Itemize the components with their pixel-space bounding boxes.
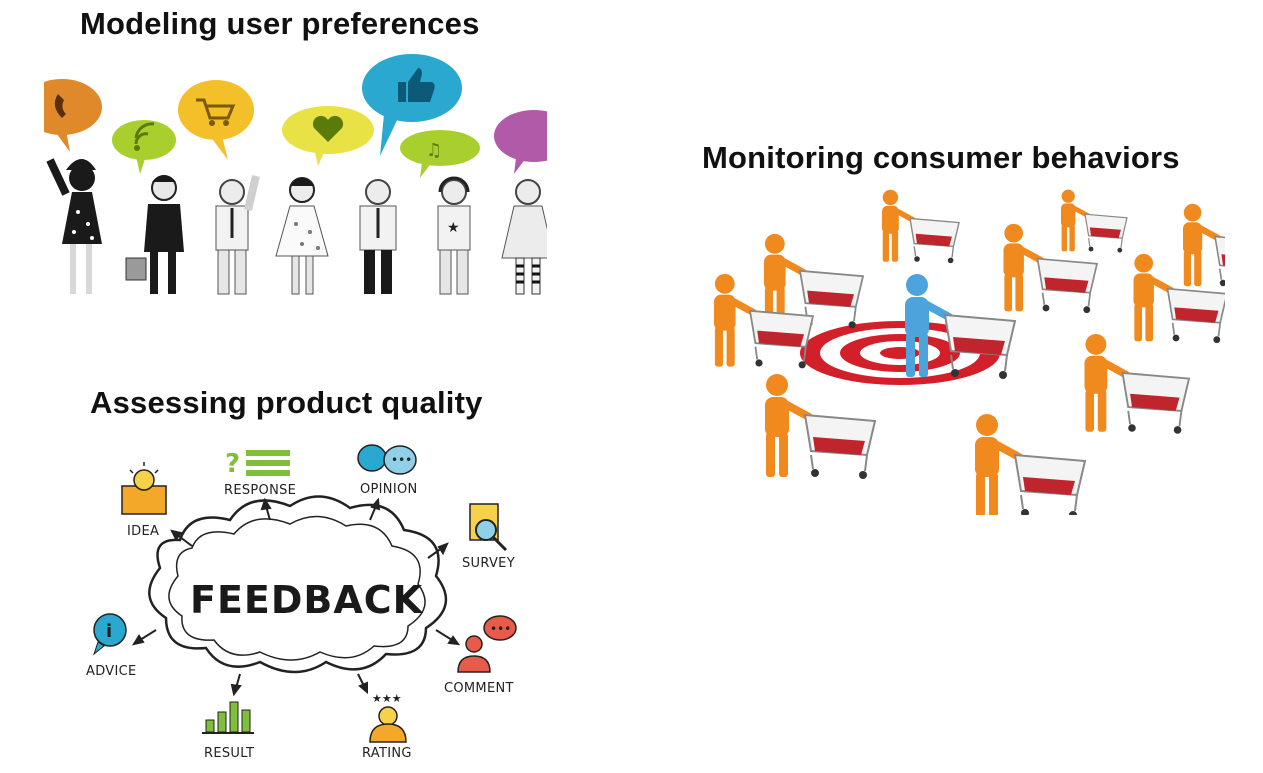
shopper-figure [714,273,815,369]
shopper-figure [1003,223,1099,314]
svg-text:i: i [106,621,112,642]
opinion-label: OPINION [360,482,418,497]
shopper-figure [1183,203,1225,287]
highlighted-shopper-figure [905,274,1017,379]
phone-bubble-icon [44,79,102,152]
rating-label: RATING [362,746,412,761]
response-icon: ? [225,449,290,479]
svg-text:★★★: ★★★ [372,692,402,705]
shopper-figure [764,233,865,329]
comment-icon: ••• [457,615,517,673]
title-monitoring-consumer-behaviors: Monitoring consumer behaviors [702,140,1180,175]
shopper-figure [765,374,877,479]
feedback-cloud [148,495,448,674]
result-label: RESULT [204,746,254,761]
survey-icon [469,503,508,552]
survey-label: SURVEY [462,556,515,571]
wifi-bubble-icon [112,120,176,174]
svg-text:?: ? [225,449,240,479]
user-preferences-illustration: ♫ [44,52,547,298]
title-assessing-product-quality: Assessing product quality [90,385,483,420]
thumbs-up-bubble-icon [362,54,462,156]
connector-arrows [131,497,461,697]
shopper-figure [1133,253,1225,344]
advice-icon: i [92,613,127,656]
advice-label: ADVICE [86,664,137,679]
person-figure [501,179,547,295]
feedback-title: FEEDBACK [190,578,424,622]
rating-icon: ★★★ [369,692,407,743]
idea-label: IDEA [127,524,159,539]
shopper-figure [1084,333,1191,434]
music-bubble-icon: ♫ [400,130,480,178]
person-figure: ★ [437,176,471,295]
svg-text:★: ★ [447,220,460,236]
result-icon [202,701,254,734]
title-modeling-user-preferences: Modeling user preferences [80,6,480,41]
person-figure [125,175,184,294]
person-figure [215,175,260,295]
idea-icon [121,462,167,515]
shopper-figure [882,189,960,264]
person-figure [275,177,329,295]
heart-bubble-icon [282,106,374,166]
shopper-figure [975,414,1087,515]
response-label: RESPONSE [224,483,296,498]
svg-text:•••: ••• [490,622,511,636]
feedback-illustration: FEEDBACK IDEA ? RESPONSE [70,440,530,770]
svg-text:•••: ••• [391,453,412,467]
person-figure [359,179,397,294]
shopper-figure [1061,189,1128,253]
opinion-icon: ••• [357,444,417,475]
chat-bubble-icon [494,110,547,174]
comment-label: COMMENT [444,681,514,696]
cart-bubble-icon [178,80,254,160]
person-figure [46,158,102,294]
svg-text:♫: ♫ [426,140,442,161]
consumer-behavior-illustration [695,183,1225,515]
